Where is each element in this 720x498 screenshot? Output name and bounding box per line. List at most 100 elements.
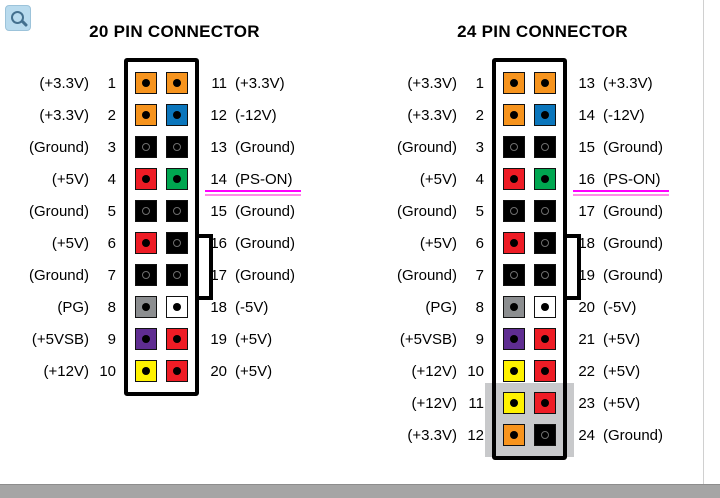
pin-function-label: (Ground) xyxy=(396,202,457,220)
right-labels: 13(+3.3V)14(-12V)15(Ground)16(PS-ON)17(G… xyxy=(573,58,707,451)
connector-24pin: 24 PIN CONNECTOR (+3.3V)1(+3.3V)2(Ground… xyxy=(378,22,707,460)
magnifier-icon[interactable] xyxy=(5,5,31,31)
pin-hole xyxy=(142,207,150,215)
pin-hole xyxy=(541,175,549,183)
pin-function-label: (Ground) xyxy=(28,138,89,156)
pin-row xyxy=(503,355,556,387)
pin-number: 20 xyxy=(578,298,595,316)
pin-hole xyxy=(173,143,181,151)
pin-number: 1 xyxy=(107,74,116,92)
pin-function-label: (PS-ON) xyxy=(603,170,661,188)
pin-22 xyxy=(534,360,556,382)
pin-6 xyxy=(503,232,525,254)
horizontal-scrollbar[interactable] xyxy=(0,484,720,498)
pin-row xyxy=(135,99,188,131)
pin-function-label: (Ground) xyxy=(28,266,89,284)
pin-hole xyxy=(510,271,518,279)
pin-hole xyxy=(142,143,150,151)
pin-row xyxy=(135,195,188,227)
pin-hole xyxy=(173,111,181,119)
pin-function-label: (PG) xyxy=(57,298,89,316)
pin-number: 11 xyxy=(468,394,484,412)
pin-row xyxy=(503,131,556,163)
pin-function-label: (PG) xyxy=(425,298,457,316)
pin-label-right: 19(+5V) xyxy=(207,323,339,355)
pin-17 xyxy=(534,200,556,222)
pin-hole xyxy=(142,303,150,311)
magnifier-lens xyxy=(11,11,24,24)
pin-function-label: (+5V) xyxy=(235,362,273,380)
pin-number: 15 xyxy=(210,202,227,220)
pin-label-right: 14(-12V) xyxy=(575,99,707,131)
pin-row xyxy=(135,291,188,323)
pin-label-left: (+3.3V)2 xyxy=(10,99,116,131)
pin-function-label: (Ground) xyxy=(603,202,664,220)
pin-number: 9 xyxy=(475,330,484,348)
pin-hole xyxy=(142,367,150,375)
pin-number: 10 xyxy=(99,362,116,380)
pin-label-left: (Ground)7 xyxy=(378,259,484,291)
pin-number: 17 xyxy=(578,202,595,220)
pin-hole xyxy=(510,79,518,87)
pin-label-right: 15(Ground) xyxy=(575,131,707,163)
pin-hole xyxy=(142,175,150,183)
pin-number: 18 xyxy=(210,298,227,316)
pin-function-label: (Ground) xyxy=(235,202,296,220)
vertical-scrollbar[interactable] xyxy=(703,0,704,485)
pin-19 xyxy=(166,328,188,350)
pin-hole xyxy=(541,303,549,311)
pin-number: 20 xyxy=(210,362,227,380)
pin-label-left: (+5V)6 xyxy=(378,227,484,259)
pin-hole xyxy=(510,207,518,215)
pin-number: 3 xyxy=(475,138,484,156)
pin-number: 12 xyxy=(210,106,227,124)
pin-label-right: 14 (PS-ON) xyxy=(205,163,339,196)
pin-number: 2 xyxy=(475,106,484,124)
pin-number: 19 xyxy=(210,330,227,348)
pin-function-label: (+3.3V) xyxy=(39,106,89,124)
pin-row xyxy=(135,227,188,259)
pin-23 xyxy=(534,392,556,414)
pin-12 xyxy=(166,104,188,126)
pin-label-left: (+5VSB)9 xyxy=(10,323,116,355)
pin-function-label: (+3.3V) xyxy=(407,426,457,444)
pin-20 xyxy=(534,296,556,318)
pin-label-left: (PG) 8 xyxy=(10,291,116,323)
pin-function-label: (+12V) xyxy=(411,362,457,380)
pin-11 xyxy=(166,72,188,94)
pin-number: 8 xyxy=(107,298,116,316)
pin-10 xyxy=(135,360,157,382)
pin-number: 4 xyxy=(475,170,484,188)
pin-function-label: (+3.3V) xyxy=(407,74,457,92)
pin-number: 24 xyxy=(578,426,595,444)
left-labels: (+3.3V)1(+3.3V)2(Ground)3(+5V)4(Ground)5… xyxy=(378,58,484,451)
pin-function-label: (-5V) xyxy=(235,298,269,316)
pin-function-label: (+5V) xyxy=(51,170,89,188)
pin-16 xyxy=(534,168,556,190)
pin-label-right: 16(Ground) xyxy=(207,227,339,259)
pin-14 xyxy=(166,168,188,190)
pin-hole xyxy=(142,335,150,343)
pin-row xyxy=(503,419,556,451)
pin-7 xyxy=(503,264,525,286)
pin-label-left: (PG)8 xyxy=(378,291,484,323)
pin-row xyxy=(503,259,556,291)
pin-hole xyxy=(173,79,181,87)
pin-number: 5 xyxy=(107,202,116,220)
pin-function-label: (+5V) xyxy=(603,362,641,380)
pin-grid xyxy=(135,67,188,387)
pin-function-label: (+5V) xyxy=(603,394,641,412)
pin-hole xyxy=(142,79,150,87)
pin-15 xyxy=(166,200,188,222)
connector-latch xyxy=(195,234,213,300)
pin-function-label: (Ground) xyxy=(603,266,664,284)
pin-hole xyxy=(541,111,549,119)
pin-function-label: (Ground) xyxy=(603,138,664,156)
pin-function-label: (Ground) xyxy=(396,266,457,284)
pin-function-label: (PS-ON) xyxy=(235,170,293,188)
pin-function-label: (Ground) xyxy=(603,426,664,444)
pin-number: 14 xyxy=(210,170,227,188)
pin-row xyxy=(503,67,556,99)
pin-1 xyxy=(135,72,157,94)
pin-label-left: (+5V)4 xyxy=(10,163,116,195)
